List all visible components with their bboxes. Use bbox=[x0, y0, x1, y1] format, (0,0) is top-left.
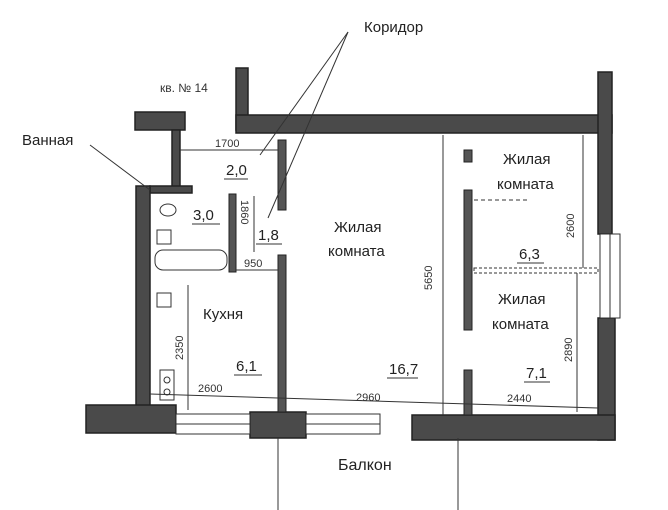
partition-room-a bbox=[463, 149, 473, 163]
area-underlines bbox=[192, 178, 550, 383]
bedroom-top-line2: комната bbox=[497, 176, 554, 193]
partition-room-b bbox=[463, 189, 473, 331]
sink-icon bbox=[156, 229, 172, 245]
wall-corridor-left bbox=[171, 129, 181, 193]
area-corridor-top: 2,0 bbox=[226, 162, 247, 179]
living-room-line2: комната bbox=[328, 243, 385, 260]
bedroom-bottom-line1: Жилая bbox=[498, 291, 545, 308]
wall-bottom-pier bbox=[249, 411, 307, 439]
dim-2350: 2350 bbox=[174, 336, 186, 360]
dim-5650: 5650 bbox=[423, 266, 435, 290]
bedroom-top-line1: Жилая bbox=[503, 151, 550, 168]
living-room-line1: Жилая bbox=[334, 219, 381, 236]
bedroom-bottom-line2: комната bbox=[492, 316, 549, 333]
dim-2960: 2960 bbox=[356, 392, 380, 404]
kitchen-sink-icon bbox=[156, 292, 172, 308]
partition-room-c bbox=[463, 369, 473, 416]
bathtub-icon bbox=[154, 249, 228, 271]
area-middle-room: 6,3 bbox=[519, 246, 540, 263]
area-living-room: 16,7 bbox=[389, 361, 418, 378]
kitchen-label: Кухня bbox=[203, 306, 243, 323]
dim-2890: 2890 bbox=[563, 338, 575, 362]
partition-corridor-lower bbox=[277, 254, 287, 413]
walls bbox=[85, 67, 616, 441]
wall-bottom-right bbox=[411, 414, 616, 441]
dim-1860: 1860 bbox=[238, 200, 250, 224]
partition-dashed-mid bbox=[473, 267, 599, 274]
dim-1700: 1700 bbox=[215, 138, 239, 150]
area-bedroom-bottom: 7,1 bbox=[526, 365, 547, 382]
dimension-lines bbox=[89, 31, 599, 415]
area-bathroom: 3,0 bbox=[193, 207, 214, 224]
corridor-callout: Коридор bbox=[364, 19, 423, 36]
dim-2600-right: 2600 bbox=[565, 214, 577, 238]
area-corridor-mid: 1,8 bbox=[258, 227, 279, 244]
wall-top bbox=[235, 114, 613, 134]
windows bbox=[175, 233, 621, 435]
stove-icon bbox=[159, 369, 175, 401]
wall-bath-top bbox=[149, 185, 193, 194]
fixtures bbox=[154, 203, 228, 401]
partition-corridor-upper bbox=[277, 139, 287, 211]
partition-bath bbox=[228, 193, 237, 273]
dim-2600-kitchen: 2600 bbox=[198, 383, 222, 395]
apartment-label: кв. № 14 bbox=[160, 81, 208, 95]
toilet-icon bbox=[159, 203, 177, 217]
dim-950: 950 bbox=[244, 258, 262, 270]
wall-top-left bbox=[134, 111, 186, 131]
balcony-label: Балкон bbox=[338, 457, 392, 474]
bathroom-callout: Ванная bbox=[22, 132, 73, 149]
wall-right-upper bbox=[597, 71, 613, 235]
wall-left bbox=[135, 185, 151, 409]
wall-bottom-left bbox=[85, 404, 177, 434]
dim-2440: 2440 bbox=[507, 393, 531, 405]
area-kitchen: 6,1 bbox=[236, 358, 257, 375]
